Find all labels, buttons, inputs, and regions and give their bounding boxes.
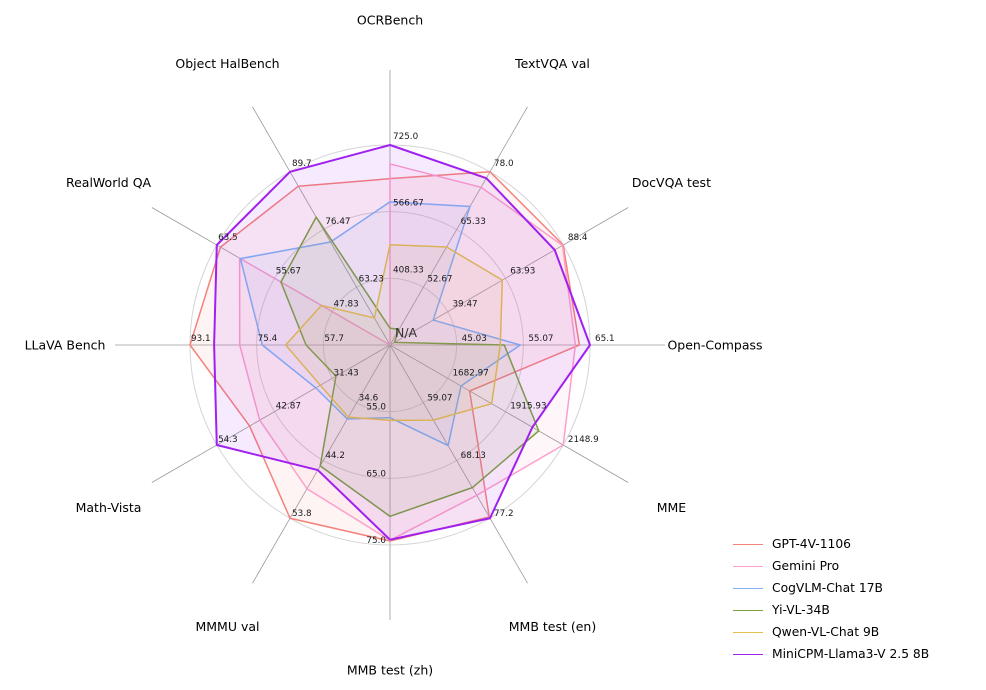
tick-label: 76.47 (325, 217, 350, 227)
legend-color-swatch (733, 653, 763, 655)
tick-label: 65.1 (595, 334, 615, 344)
tick-label: 65.0 (366, 469, 386, 479)
tick-label: 63.23 (359, 275, 384, 285)
legend-label: GPT-4V-1106 (772, 537, 852, 551)
legend-label: Gemini Pro (772, 559, 840, 573)
legend-item: Qwen-VL-Chat 9B (733, 621, 929, 643)
tick-label: 42.87 (276, 402, 301, 412)
tick-label: 31.43 (334, 368, 359, 378)
series-polygon-Qwen-VL-Chat 9B (284, 244, 504, 422)
tick-label: 47.83 (334, 300, 359, 310)
legend-item: Yi-VL-34B (733, 599, 929, 621)
tick-label: 55.07 (528, 334, 553, 344)
legend-label: MiniCPM-Llama3-V 2.5 8B (772, 647, 930, 661)
legend-color-swatch (733, 609, 763, 611)
legend-label: Qwen-VL-Chat 9B (772, 625, 880, 639)
tick-label: 75.0 (366, 536, 386, 546)
tick-label: 2148.9 (568, 435, 599, 445)
axis-label-Math-Vista: Math-Vista (76, 500, 142, 515)
tick-label: 1915.93 (510, 402, 546, 412)
tick-label: 78.0 (494, 159, 514, 169)
tick-label: 53.8 (292, 509, 312, 519)
tick-label: 65.33 (461, 217, 486, 227)
legend-label: CogVLM-Chat 17B (772, 581, 883, 595)
axis-label-DocVQA test: DocVQA test (632, 175, 711, 190)
legend-item: CogVLM-Chat 17B (733, 577, 929, 599)
tick-label: 34.6 (359, 393, 379, 403)
legend-label: Yi-VL-34B (772, 603, 830, 617)
axis-spoke (151, 344, 391, 483)
tick-label: 89.7 (292, 159, 312, 169)
tick-label: 75.4 (258, 334, 278, 344)
tick-label: 63.5 (218, 233, 238, 243)
axis-label-RealWorld QA: RealWorld QA (66, 175, 152, 190)
tick-label: 77.2 (494, 509, 514, 519)
legend-color-swatch (733, 565, 763, 567)
legend-item: MiniCPM-Llama3-V 2.5 8B (733, 643, 929, 665)
legend-item: Gemini Pro (733, 555, 929, 577)
tick-label: 55.67 (276, 266, 301, 276)
tick-label: 59.07 (427, 393, 452, 403)
legend-color-swatch (733, 631, 763, 633)
tick-label: 52.67 (427, 275, 452, 285)
axis-label-MMB test (en): MMB test (en) (509, 619, 596, 634)
tick-label: 39.47 (452, 300, 477, 310)
tick-label: 725.0 (393, 132, 419, 142)
tick-label: 54.3 (218, 435, 238, 445)
axis-label-MME: MME (657, 500, 687, 515)
axis-spoke (389, 207, 629, 346)
legend-item: GPT-4V-1106 (733, 533, 929, 555)
tick-label: 68.13 (461, 451, 486, 461)
tick-label: 57.7 (324, 334, 344, 344)
axis-label-Open-Compass: Open-Compass (667, 338, 762, 353)
legend-color-swatch (733, 587, 763, 589)
tick-label: 1682.97 (452, 368, 488, 378)
axis-spoke (389, 106, 528, 346)
tick-label: 93.1 (191, 334, 211, 344)
axis-label-OCRBench: OCRBench (357, 13, 423, 28)
tick-label: 63.93 (510, 266, 535, 276)
axis-label-MMB test (zh): MMB test (zh) (347, 663, 433, 678)
series-polygon-MiniCPM-Llama3-V 2.5 8B (213, 144, 591, 541)
tick-label: 88.4 (568, 233, 588, 243)
tick-label: 566.67 (393, 199, 424, 209)
tick-label: 44.2 (325, 451, 345, 461)
axis-label-Object HalBench: Object HalBench (175, 56, 279, 71)
axis-spoke (389, 344, 629, 483)
tick-label: 45.03 (462, 334, 487, 344)
tick-label: 408.33 (393, 265, 424, 275)
center-na-label: N/A (395, 325, 418, 340)
tick-label: 55.0 (366, 403, 386, 413)
axis-label-TextVQA val: TextVQA val (514, 56, 590, 71)
legend-color-swatch (733, 543, 763, 545)
axis-label-MMMU val: MMMU val (195, 619, 259, 634)
axis-label-LLaVA Bench: LLaVA Bench (25, 338, 106, 353)
axis-spoke (389, 344, 528, 584)
series-polygon-CogVLM-Chat 17B (239, 201, 521, 447)
series-polygon-Yi-VL-34B (280, 216, 540, 518)
